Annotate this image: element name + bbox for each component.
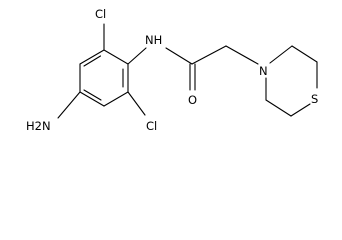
nh2-label: H2N: [26, 119, 51, 133]
benzene-ring: [79, 49, 129, 107]
bond-c1-nh: [127, 47, 147, 65]
thiomorpholine-ring: N S: [259, 45, 318, 117]
ring-bond-n-c-upper: [269, 45, 293, 64]
ring-s-label: S: [311, 92, 318, 106]
bond-c6-cl-bottom: [127, 91, 146, 116]
bond-ch2-ring-n: [225, 45, 259, 65]
ring-bond-c1-c2: [103, 49, 129, 65]
ring-bond-c-upper-c-upper2: [291, 45, 318, 63]
cl-top-label: Cl: [95, 7, 106, 21]
ring-bond-c5-c6: [103, 91, 129, 107]
ring-bond-c4-c5: [79, 91, 105, 107]
cl-bottom-label: Cl: [146, 119, 157, 133]
nh-label: NH: [145, 33, 162, 47]
bond-carbonyl-c-ch2: [191, 45, 227, 65]
ring-bond-c-lower2-s: [290, 103, 311, 117]
ring-bond-c2-c3: [79, 49, 105, 65]
chemical-structure: Cl Cl H2N NH O N S: [26, 7, 318, 133]
ring-n-label: N: [259, 64, 268, 78]
aromatic-double-bond-2: [83, 89, 102, 101]
bond-nh-carbonyl-c: [165, 47, 193, 65]
aromatic-double-bond-1: [83, 55, 102, 67]
bond-c4-nh2: [57, 91, 81, 119]
ring-bond-c-lower-c-lower2: [265, 99, 292, 117]
carbonyl-o-label: O: [188, 93, 197, 107]
